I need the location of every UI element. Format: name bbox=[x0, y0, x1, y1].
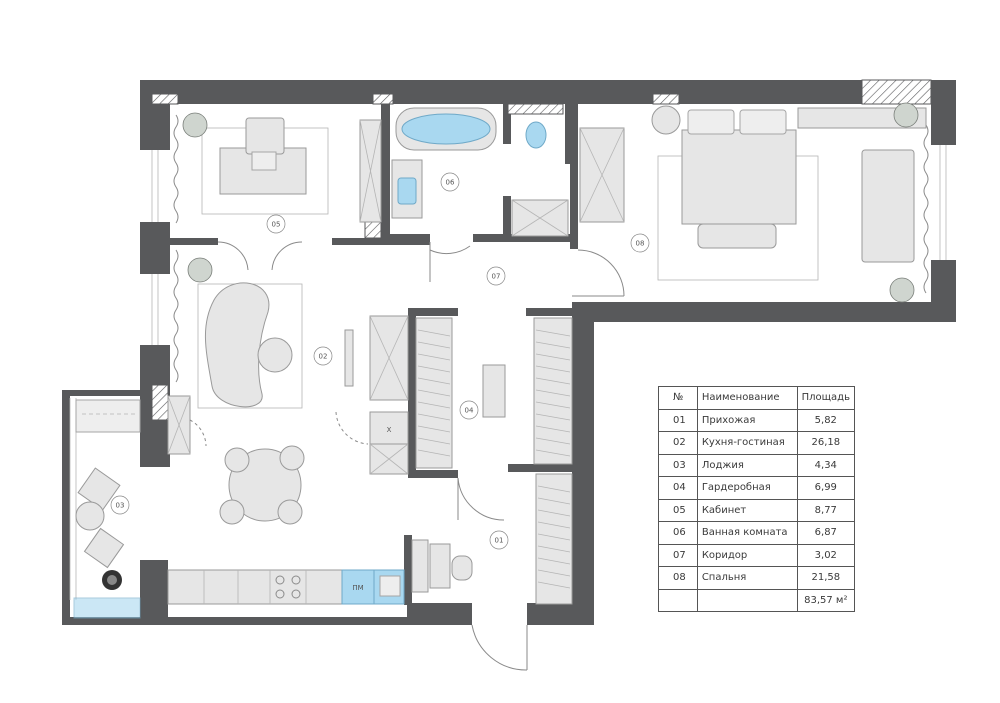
wardrobe-furniture bbox=[415, 317, 573, 469]
total-area: 83,57 м² bbox=[796, 588, 856, 612]
room-number: 06 bbox=[446, 179, 455, 187]
cabinet-furniture bbox=[182, 112, 382, 223]
row-name: Лоджия bbox=[696, 453, 798, 477]
room-number: 04 bbox=[465, 407, 474, 415]
bedroom-furniture bbox=[579, 102, 927, 303]
row-num: 07 bbox=[658, 543, 698, 567]
dishwasher-label: ПМ bbox=[352, 584, 363, 592]
row-num: 08 bbox=[658, 566, 698, 590]
room-number: 08 bbox=[636, 240, 645, 248]
room-labels: 01 02 03 04 05 06 07 08 bbox=[110, 172, 650, 550]
row-num: 02 bbox=[658, 431, 698, 455]
row-name: Гардеробная bbox=[696, 476, 798, 500]
row-num: 05 bbox=[658, 498, 698, 522]
row-name: Коридор bbox=[696, 543, 798, 567]
doors bbox=[189, 241, 625, 671]
header-name: Наименование bbox=[696, 386, 798, 410]
room-number: 02 bbox=[319, 353, 328, 361]
header-area: Площадь bbox=[796, 386, 856, 410]
row-num: 04 bbox=[658, 476, 698, 500]
row-num: 03 bbox=[658, 453, 698, 477]
row-name: Прихожая bbox=[696, 408, 798, 432]
fridge-label: Х bbox=[387, 426, 392, 434]
row-area: 26,18 bbox=[796, 431, 856, 455]
row-num: 01 bbox=[658, 408, 698, 432]
row-name: Спальня bbox=[696, 566, 798, 590]
row-name: Кабинет bbox=[696, 498, 798, 522]
table-header-row: № Наименование Площадь bbox=[658, 386, 856, 410]
room-number: 03 bbox=[116, 502, 125, 510]
walls bbox=[62, 80, 956, 625]
row-name: Кухня-гостиная bbox=[696, 431, 798, 455]
row-area: 4,34 bbox=[796, 453, 856, 477]
table-total-row: 83,57 м² bbox=[658, 588, 856, 612]
room-number: 07 bbox=[492, 273, 501, 281]
loggia-furniture bbox=[73, 399, 141, 619]
room-number: 01 bbox=[495, 537, 504, 545]
row-area: 21,58 bbox=[796, 566, 856, 590]
row-name: Ванная комната bbox=[696, 521, 798, 545]
hatched-columns bbox=[151, 79, 932, 421]
header-num: № bbox=[658, 386, 698, 410]
living-kitchen-furniture bbox=[167, 257, 409, 605]
row-area: 3,02 bbox=[796, 543, 856, 567]
bathroom-fixtures bbox=[391, 107, 569, 237]
row-area: 6,99 bbox=[796, 476, 856, 500]
row-num: 06 bbox=[658, 521, 698, 545]
hallway-furniture bbox=[411, 473, 573, 605]
row-area: 6,87 bbox=[796, 521, 856, 545]
row-area: 8,77 bbox=[796, 498, 856, 522]
room-number: 05 bbox=[272, 221, 281, 229]
row-area: 5,82 bbox=[796, 408, 856, 432]
